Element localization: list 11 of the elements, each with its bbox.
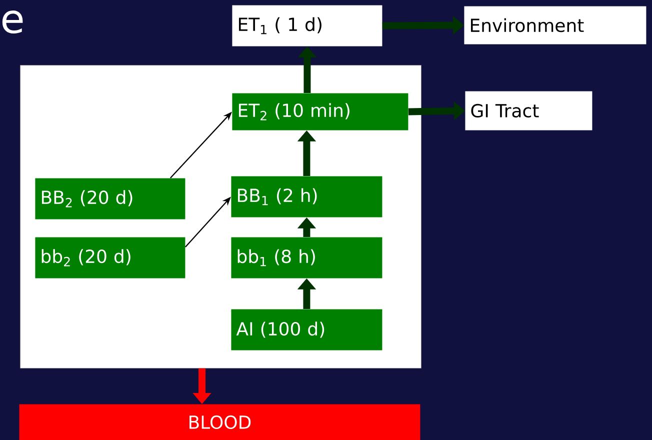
compartment-box: ET$_{2}$ (10 min) <box>232 93 408 130</box>
compartment-box: ET$_{1}$ ( 1 d) <box>232 5 382 46</box>
compartment-box: BB$_{2}$ (20 d) <box>35 178 186 220</box>
compartment-box: bb$_{2}$ (20 d) <box>35 237 186 278</box>
compartment-box: AI (100 d) <box>231 309 382 350</box>
title-fragment: e <box>2 10 23 34</box>
compartment-box: bb$_{1}$ (8 h) <box>231 237 382 278</box>
compartment-box: GI Tract <box>465 91 592 130</box>
compartment-box: Environment <box>464 6 646 44</box>
compartment-box: BB$_{1}$ (2 h) <box>231 176 382 218</box>
blood-bar: BLOOD <box>19 404 420 440</box>
